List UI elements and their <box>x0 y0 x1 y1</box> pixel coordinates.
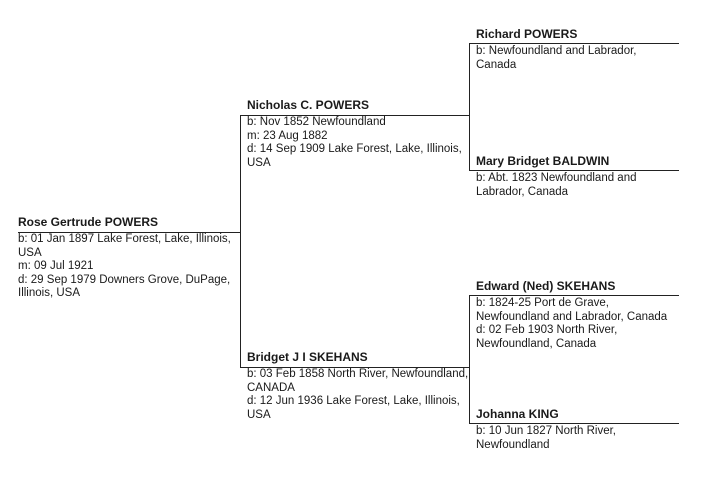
edward-underline <box>469 295 679 296</box>
rose-parents-connector <box>240 115 241 368</box>
person-name: Johanna KING <box>476 407 559 421</box>
person-name: Bridget J I SKEHANS <box>247 350 368 364</box>
person-mary-bridget-baldwin[interactable]: Mary Bridget BALDWIN b: Abt. 1823 Newfou… <box>476 154 676 199</box>
nicholas-parents-connector <box>469 43 470 171</box>
death-info: d: 29 Sep 1979 Downers Grove, DuPage, Il… <box>18 273 231 300</box>
person-details: b: 1824-25 Port de Grave, Newfoundland a… <box>476 295 676 351</box>
person-details: b: 03 Feb 1858 North River, Newfoundland… <box>247 366 469 422</box>
person-details: b: Nov 1852 Newfoundland m: 23 Aug 1882 … <box>247 114 469 170</box>
bridget-underline <box>240 367 469 368</box>
birth-info: b: 01 Jan 1897 Lake Forest, Lake, Illino… <box>18 233 231 259</box>
marriage-info: m: 23 Aug 1882 <box>247 129 328 142</box>
birth-info: b: 03 Feb 1858 North River, Newfoundland… <box>247 368 469 394</box>
death-info: d: 02 Feb 1903 North River, Newfoundland… <box>476 324 618 350</box>
bridget-parents-connector <box>469 295 470 424</box>
person-name: Rose Gertrude POWERS <box>18 215 159 229</box>
person-name: Richard POWERS <box>476 27 578 41</box>
person-details: b: 10 Jun 1827 North River, Newfoundland <box>476 423 676 452</box>
death-info: d: 14 Sep 1909 Lake Forest, Lake, Illino… <box>247 143 462 169</box>
person-details: b: 01 Jan 1897 Lake Forest, Lake, Illino… <box>18 231 240 301</box>
person-rose-gertrude-powers[interactable]: Rose Gertrude POWERS b: 01 Jan 1897 Lake… <box>18 215 240 301</box>
birth-info: b: Newfoundland and Labrador, Canada <box>476 45 637 71</box>
person-nicholas-c-powers[interactable]: Nicholas C. POWERS b: Nov 1852 Newfoundl… <box>247 98 469 170</box>
person-name: Edward (Ned) SKEHANS <box>476 279 616 293</box>
rose-underline <box>18 232 240 233</box>
marriage-info: m: 09 Jul 1921 <box>18 260 94 272</box>
birth-info: b: 1824-25 Port de Grave, Newfoundland a… <box>476 297 668 323</box>
nicholas-underline <box>240 115 469 116</box>
death-info: d: 12 Jun 1936 Lake Forest, Lake, Illino… <box>247 395 460 421</box>
johanna-underline <box>469 423 679 424</box>
richard-underline <box>469 43 679 44</box>
birth-info: b: Abt. 1823 Newfoundland and Labrador, … <box>476 172 637 198</box>
person-details: b: Newfoundland and Labrador, Canada <box>476 43 676 72</box>
person-name: Mary Bridget BALDWIN <box>476 154 610 168</box>
person-details: b: Abt. 1823 Newfoundland and Labrador, … <box>476 170 676 199</box>
person-name: Nicholas C. POWERS <box>247 98 370 112</box>
person-edward-ned-skehans[interactable]: Edward (Ned) SKEHANS b: 1824-25 Port de … <box>476 279 676 351</box>
birth-info: b: 10 Jun 1827 North River, Newfoundland <box>476 425 616 451</box>
mary-underline <box>469 170 679 171</box>
person-richard-powers[interactable]: Richard POWERS b: Newfoundland and Labra… <box>476 27 676 72</box>
person-bridget-j-i-skehans[interactable]: Bridget J I SKEHANS b: 03 Feb 1858 North… <box>247 350 469 422</box>
birth-info: b: Nov 1852 Newfoundland <box>247 116 386 128</box>
person-johanna-king[interactable]: Johanna KING b: 10 Jun 1827 North River,… <box>476 407 676 452</box>
